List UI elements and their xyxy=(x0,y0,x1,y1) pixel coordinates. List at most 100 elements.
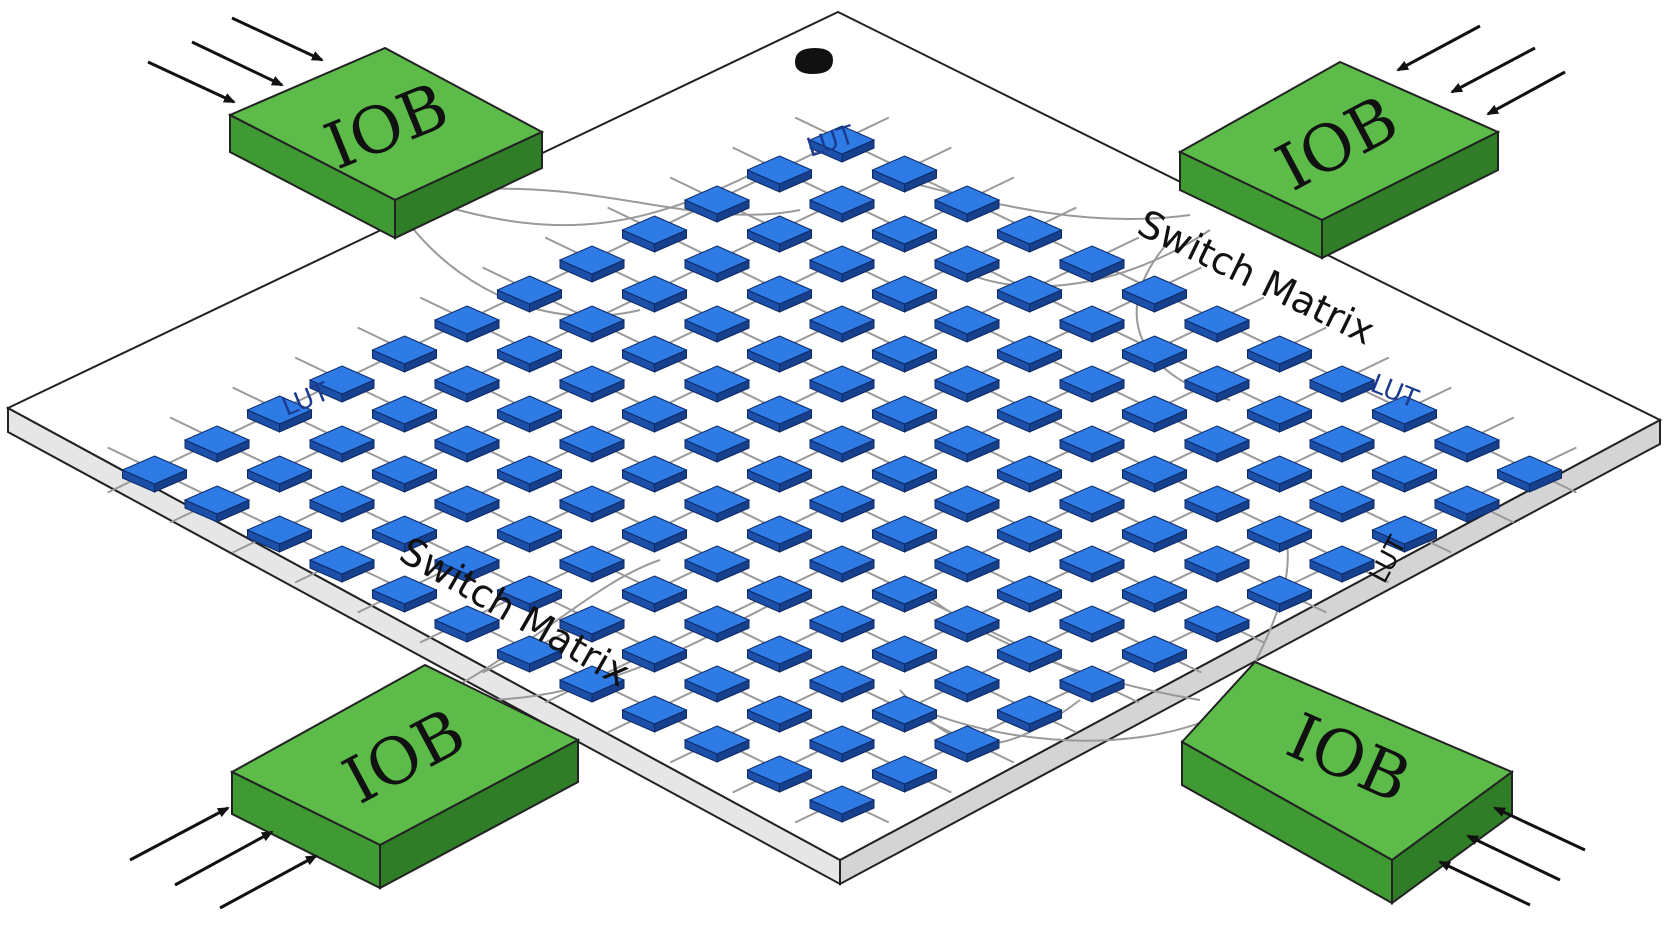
lut-face xyxy=(621,695,688,725)
lut-block xyxy=(558,485,626,523)
lut-block xyxy=(746,395,813,433)
lut-block xyxy=(621,455,688,493)
lut-block xyxy=(996,215,1063,253)
lut-face xyxy=(1121,335,1188,365)
lut-face xyxy=(933,485,1001,515)
lut-block xyxy=(933,245,1001,283)
lut-block xyxy=(746,575,813,613)
lut-face xyxy=(621,635,688,665)
lut-block xyxy=(433,365,501,403)
lut-face xyxy=(808,485,876,515)
lut-block xyxy=(683,545,751,583)
lut-block xyxy=(808,365,876,403)
lut-face xyxy=(1058,305,1126,335)
lut-block xyxy=(1371,455,1438,493)
routing-wire xyxy=(959,229,1211,288)
arrow-icon xyxy=(191,40,284,87)
lut-block xyxy=(1183,545,1251,583)
lut-face xyxy=(621,335,688,365)
lut-block xyxy=(558,425,626,463)
lut-block xyxy=(933,545,1001,583)
lut-block xyxy=(558,665,626,703)
lut-block xyxy=(558,245,626,283)
lut-face xyxy=(871,455,938,485)
arrow-icon xyxy=(174,830,274,887)
lut-face xyxy=(933,305,1001,335)
lut-block xyxy=(808,185,876,223)
lut-block xyxy=(871,395,938,433)
lut-block xyxy=(246,395,313,433)
lut-block xyxy=(1058,425,1126,463)
lut-face xyxy=(1308,425,1376,455)
lut-face xyxy=(683,665,751,695)
lut-block xyxy=(683,365,751,403)
lut-face xyxy=(1308,365,1376,395)
lut-face xyxy=(1121,395,1188,425)
lut-face xyxy=(808,185,876,215)
lut-block xyxy=(808,665,876,703)
lut-face xyxy=(746,755,813,785)
lut-face xyxy=(746,575,813,605)
lut-face xyxy=(1121,455,1188,485)
lut-block xyxy=(183,485,251,523)
lut-face xyxy=(1246,455,1313,485)
lut-block xyxy=(871,155,938,193)
iob-bottom-right: IOB xyxy=(1180,660,1515,905)
lut-face xyxy=(1058,665,1126,695)
lut-face xyxy=(996,455,1063,485)
lut-face xyxy=(433,365,501,395)
lut-face xyxy=(371,335,438,365)
lut-face xyxy=(871,515,938,545)
lut-block xyxy=(246,515,313,553)
lut-block xyxy=(558,545,626,583)
lut-block xyxy=(808,785,876,823)
lut-face xyxy=(621,575,688,605)
lut-face xyxy=(246,395,313,425)
lut-face xyxy=(1121,275,1188,305)
lut-face xyxy=(496,395,563,425)
iob-side-face xyxy=(379,738,579,890)
lut-block xyxy=(746,455,813,493)
lut-block xyxy=(1121,635,1188,673)
lut-face xyxy=(1058,245,1126,275)
lut-block xyxy=(808,485,876,523)
lut-face xyxy=(1183,485,1251,515)
lut-block xyxy=(1058,545,1126,583)
lut-grid xyxy=(121,125,1563,823)
orientation-marker xyxy=(795,48,833,74)
lut-face xyxy=(433,485,501,515)
arrow-icon xyxy=(1493,806,1586,852)
lut-block xyxy=(871,695,938,733)
arrow-icon xyxy=(1450,46,1536,94)
lut-face xyxy=(246,515,313,545)
lut-face xyxy=(746,635,813,665)
lut-face xyxy=(996,335,1063,365)
lut-block xyxy=(808,245,876,283)
lut-face xyxy=(746,155,813,185)
arrow-icon xyxy=(1466,834,1561,882)
lut-block xyxy=(1121,335,1188,373)
lut-block xyxy=(871,275,938,313)
lut-face xyxy=(1058,545,1126,575)
lut-block xyxy=(371,575,438,613)
lut-block xyxy=(1183,485,1251,523)
lut-face xyxy=(683,305,751,335)
lut-block xyxy=(496,275,563,313)
lut-block xyxy=(558,305,626,343)
lut-face xyxy=(496,455,563,485)
routing-wire xyxy=(469,187,801,216)
lut-block xyxy=(621,275,688,313)
lut-face xyxy=(558,245,626,275)
lut-block xyxy=(558,605,626,643)
lut-face xyxy=(996,695,1063,725)
lut-face xyxy=(1246,335,1313,365)
lut-block xyxy=(1308,485,1376,523)
lut-block xyxy=(746,155,813,193)
lut-block xyxy=(621,635,688,673)
lut-block xyxy=(433,605,501,643)
lut-face xyxy=(683,485,751,515)
lut-block xyxy=(496,515,563,553)
lut-face xyxy=(933,425,1001,455)
lut-face xyxy=(558,425,626,455)
lut-block xyxy=(996,455,1063,493)
